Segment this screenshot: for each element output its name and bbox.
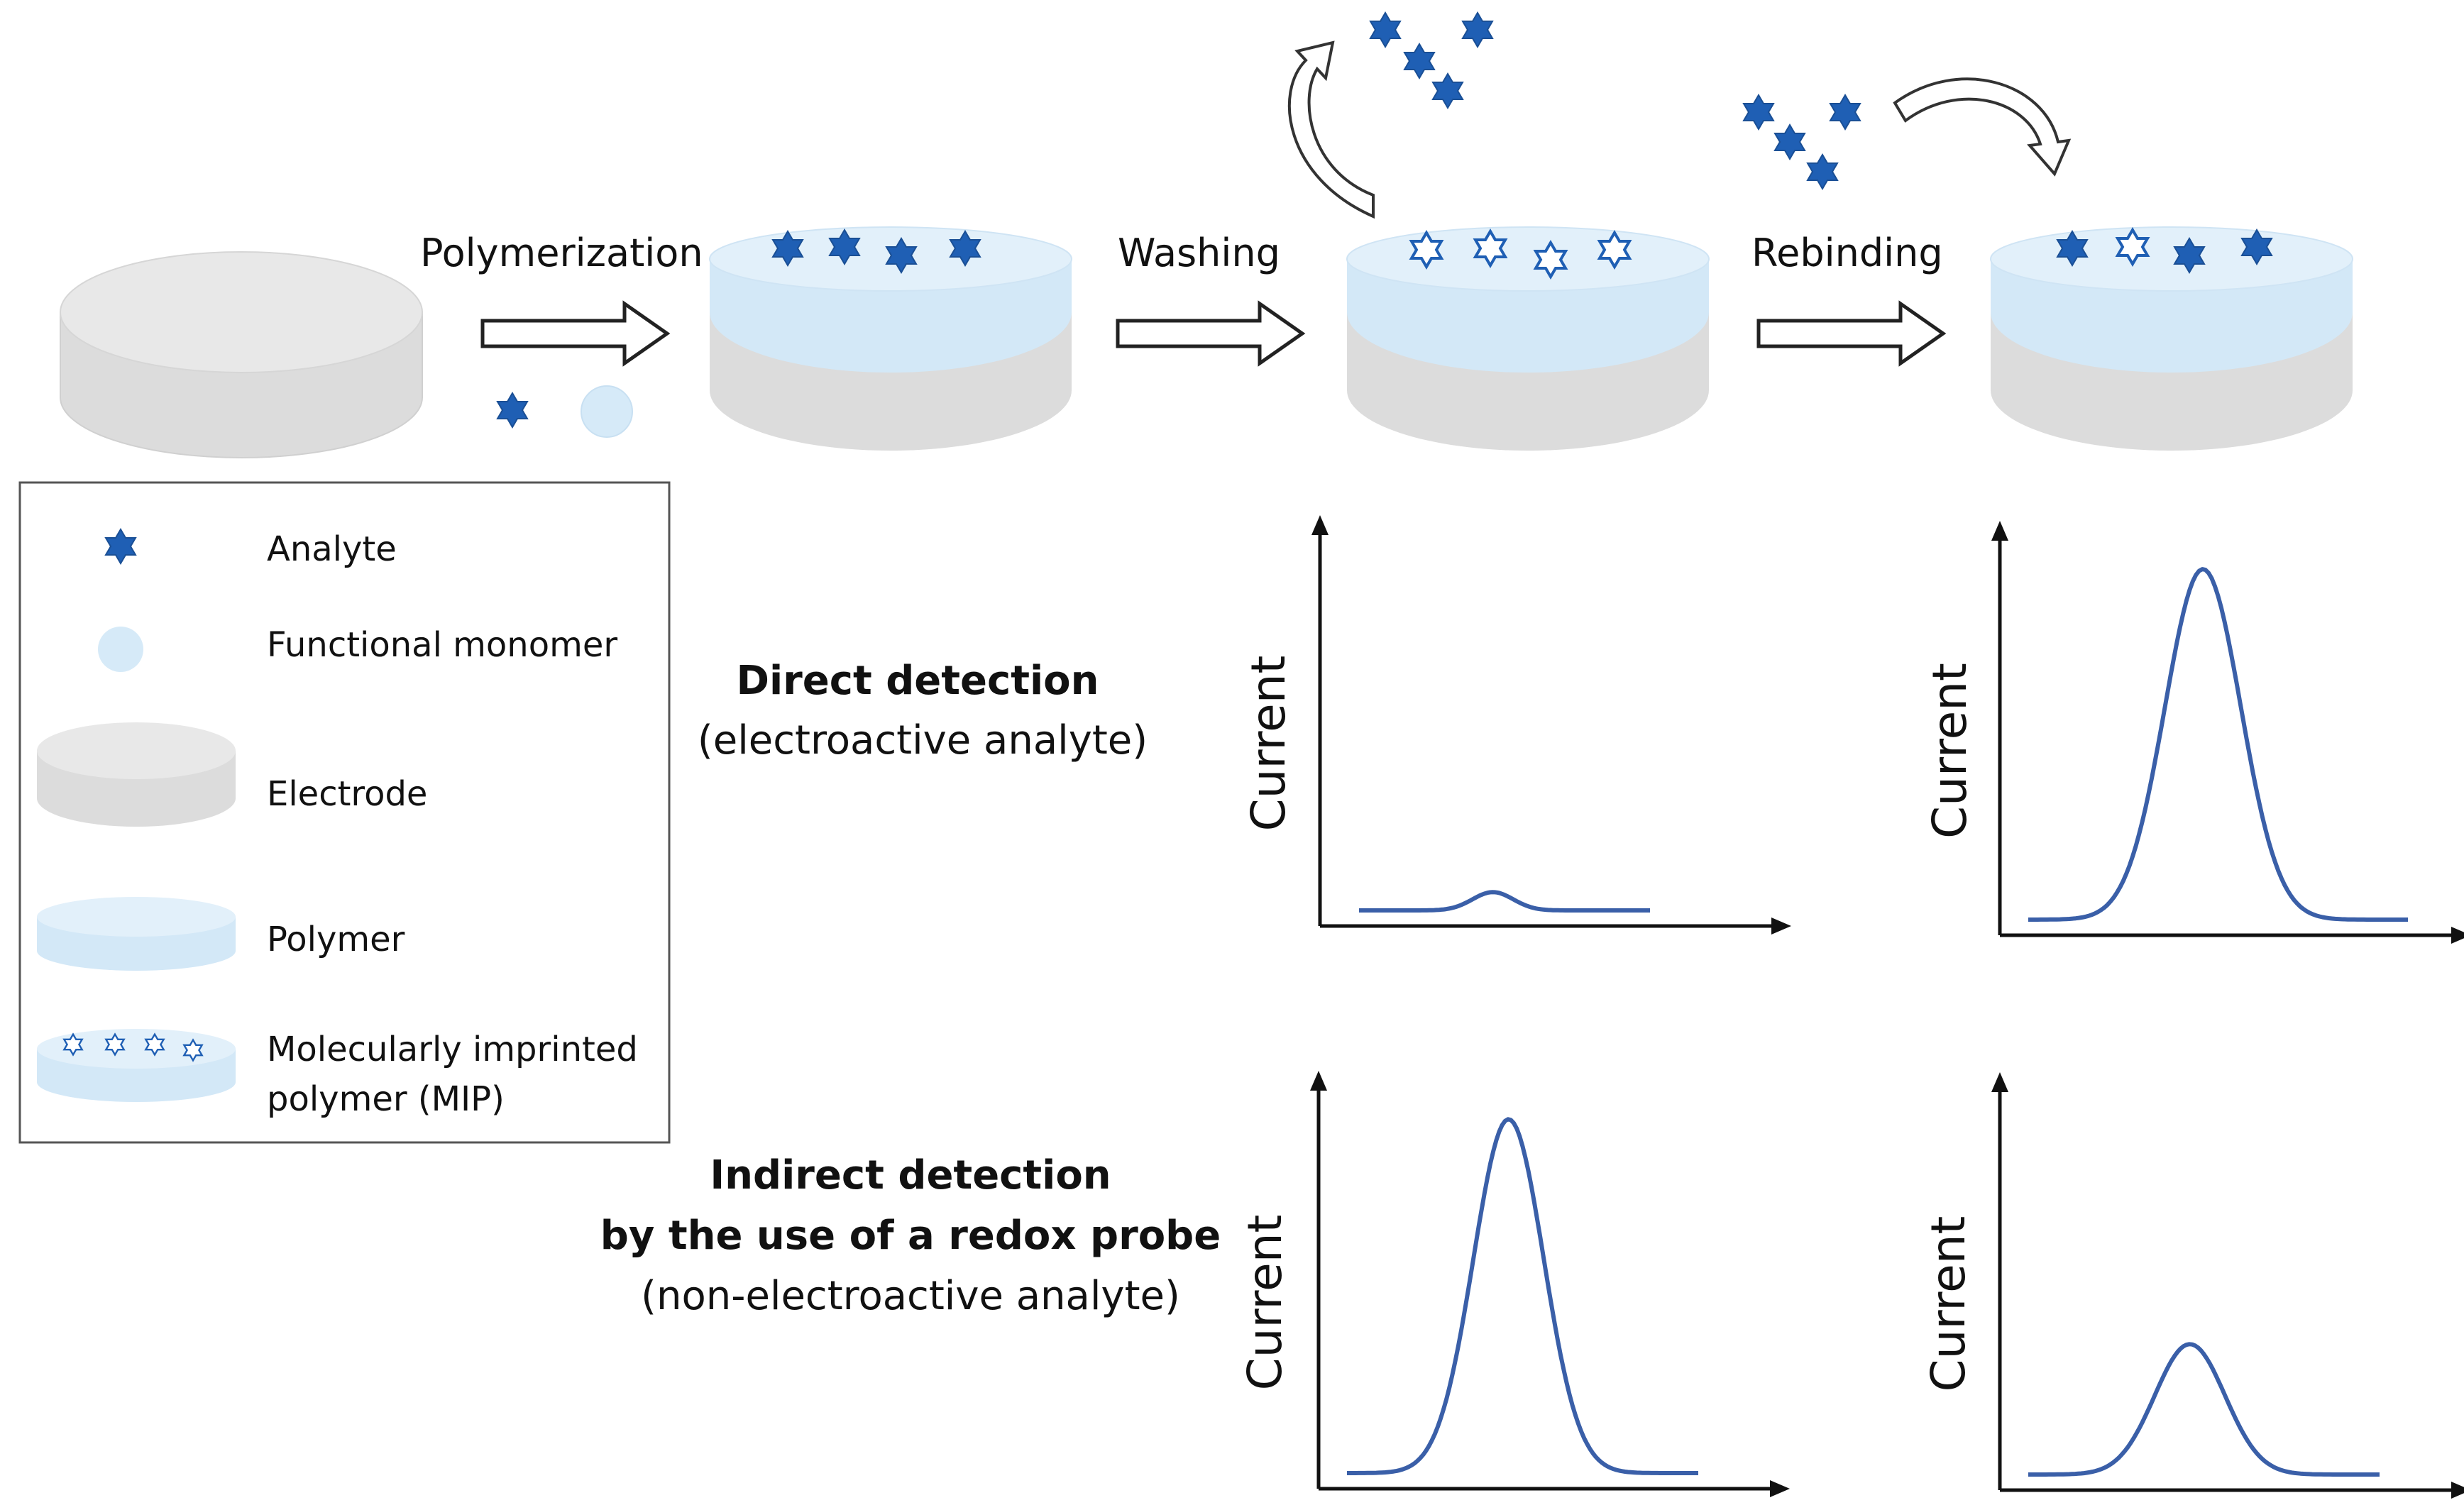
chart-indirect-washing: Current xyxy=(1238,1071,1790,1497)
x-axis-arrowhead xyxy=(2451,927,2464,944)
x-axis-arrowhead xyxy=(2451,1482,2464,1499)
x-axis-arrowhead xyxy=(1771,917,1791,935)
rebinding-arrow xyxy=(1759,304,1943,363)
svg-text:Functional monomer: Functional monomer xyxy=(267,625,617,665)
mip-electrode-rebound xyxy=(1990,226,2353,451)
svg-text:Analyte: Analyte xyxy=(267,529,397,569)
current-curve xyxy=(1347,1117,1698,1475)
polymerization-label: Polymerization xyxy=(420,231,703,275)
indirect-detection-title-1: Indirect detection xyxy=(710,1152,1111,1198)
rebinding-label: Rebinding xyxy=(1751,231,1943,275)
chart-direct-rebinding: Current xyxy=(1923,521,2464,944)
rebind-curved-arrow xyxy=(1893,77,2072,177)
analyte-icon xyxy=(497,392,528,428)
direct-detection-title: Direct detection xyxy=(736,658,1099,704)
chart-direct-washing: Current xyxy=(1241,515,1791,935)
y-axis-label: Current xyxy=(1921,1216,1976,1392)
legend-polymer: Polymer xyxy=(37,897,405,971)
indirect-detection-subtitle: (non-electroactive analyte) xyxy=(641,1273,1180,1319)
polymerization-arrow xyxy=(483,304,667,363)
svg-text:polymer (MIP): polymer (MIP) xyxy=(267,1079,505,1119)
release-curved-arrow xyxy=(1287,40,1375,219)
legend-monomer: Functional monomer xyxy=(98,625,617,672)
current-curve xyxy=(2028,567,2408,922)
x-axis-arrowhead xyxy=(1770,1480,1790,1497)
y-axis-arrowhead xyxy=(1311,515,1329,535)
released-analytes xyxy=(1370,12,1493,109)
y-axis-arrowhead xyxy=(1991,1072,2008,1092)
current-curve xyxy=(1359,890,1650,913)
templated-electrode xyxy=(709,226,1072,451)
mip-electrode-washed xyxy=(1346,226,1710,451)
incoming-analytes xyxy=(1743,94,1861,189)
y-axis-label: Current xyxy=(1238,1215,1292,1391)
chart-indirect-rebinding: Current xyxy=(1921,1072,2464,1499)
y-axis-label: Current xyxy=(1241,656,1296,832)
legend-analyte: Analyte xyxy=(105,529,397,569)
direct-detection-subtitle: (electroactive analyte) xyxy=(698,717,1148,764)
washing-arrow xyxy=(1118,304,1302,363)
svg-text:Polymer: Polymer xyxy=(267,920,405,959)
legend-mip: Molecularly imprinted polymer (MIP) xyxy=(37,1029,638,1119)
legend-electrode: Electrode xyxy=(37,722,427,827)
indirect-detection-title-2: by the use of a redox probe xyxy=(600,1213,1221,1259)
legend: Analyte Functional monomer Electrode Pol… xyxy=(18,481,671,1144)
washing-label: Washing xyxy=(1118,231,1280,275)
svg-text:Electrode: Electrode xyxy=(267,774,427,814)
y-axis-arrowhead xyxy=(1310,1071,1327,1091)
y-axis-arrowhead xyxy=(1991,521,2008,541)
monomer-icon xyxy=(581,385,633,438)
y-axis-label: Current xyxy=(1923,663,1977,839)
svg-text:Molecularly imprinted: Molecularly imprinted xyxy=(267,1030,638,1069)
current-curve xyxy=(2028,1342,2380,1477)
bare-electrode xyxy=(60,251,423,458)
